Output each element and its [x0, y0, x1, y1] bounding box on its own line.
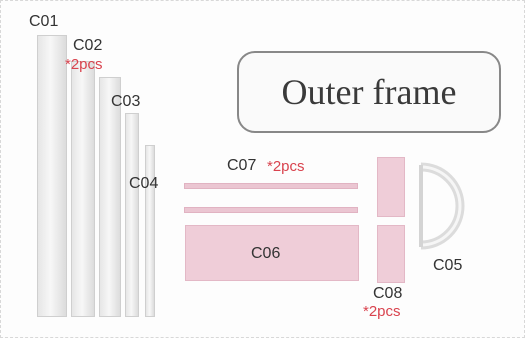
label-c04: C04: [129, 175, 159, 192]
qty-c07: *2pcs: [267, 158, 305, 175]
part-c01-strip: [37, 35, 67, 317]
part-c08-piece-second: [377, 225, 405, 283]
part-c07-bar: [184, 183, 358, 189]
title-text: Outer frame: [281, 72, 457, 112]
part-c02-strip: [71, 61, 95, 317]
label-c01: C01: [29, 13, 59, 30]
label-c08: C08: [373, 285, 403, 302]
part-c02-strip-second: [99, 77, 121, 317]
label-c06: C06: [251, 245, 281, 262]
label-c07: C07: [227, 157, 257, 174]
part-c08-piece: [377, 157, 405, 217]
title-box: Outer frame: [237, 51, 501, 133]
part-c07-bar-second: [184, 207, 358, 213]
qty-c02: *2pcs: [65, 56, 103, 73]
label-c02: C02: [73, 37, 103, 54]
part-c04-strip: [145, 145, 155, 317]
label-c03: C03: [111, 93, 141, 110]
qty-c08: *2pcs: [363, 303, 401, 320]
part-c03-strip: [125, 113, 139, 317]
part-c05-arc: [419, 162, 465, 250]
label-c05: C05: [433, 257, 463, 274]
part-c06-panel: [185, 225, 359, 281]
